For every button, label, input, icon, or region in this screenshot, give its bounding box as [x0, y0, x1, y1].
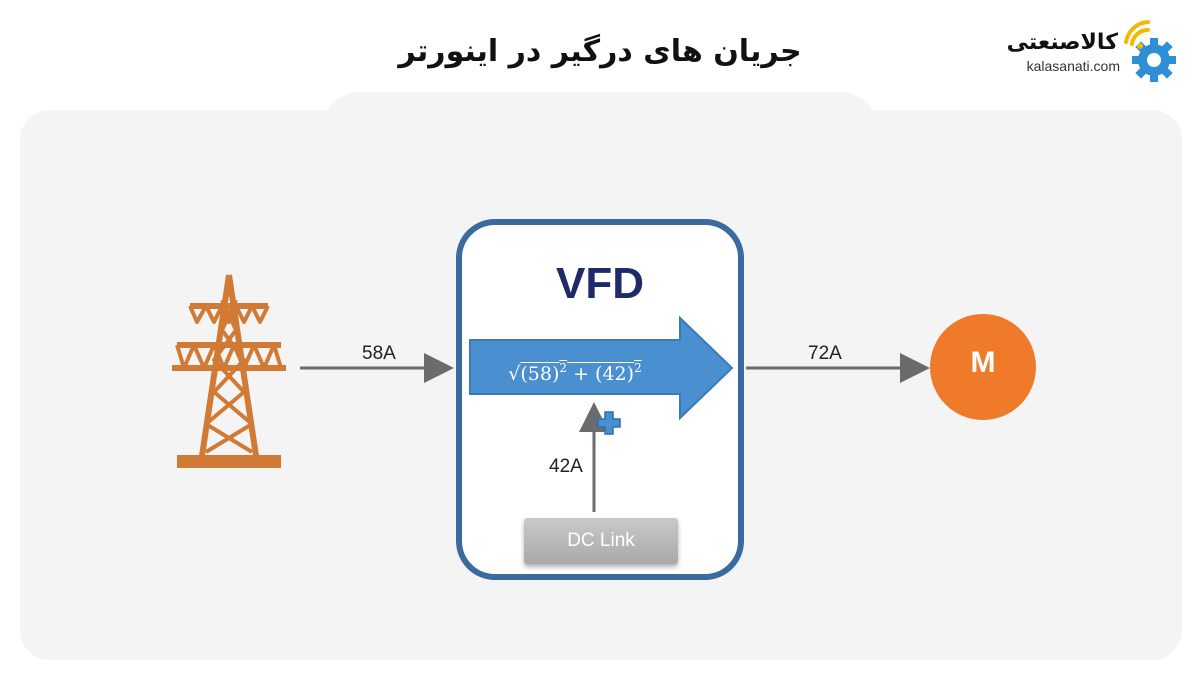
- formula-term-a: (58): [520, 363, 560, 385]
- logo-url: kalasanati.com: [1026, 58, 1120, 74]
- vfd-box: [456, 219, 744, 580]
- formula-plus: +: [567, 363, 596, 385]
- logo-name: کالاصنعتی: [1006, 30, 1118, 55]
- vfd-label: VFD: [556, 259, 644, 308]
- motor-label: M: [970, 346, 996, 379]
- dc-current-label: 42A: [549, 456, 583, 477]
- sqrt-symbol: √: [508, 363, 521, 385]
- input-current-label: 58A: [362, 343, 396, 364]
- gear-wifi-icon: [1124, 20, 1176, 82]
- motor-circle: [930, 314, 1036, 420]
- page-title: جریان های درگیر در اینورتر: [398, 34, 802, 69]
- formula-exp-a: 2: [559, 361, 568, 375]
- formula-exp-b: 2: [634, 361, 642, 375]
- output-current-label: 72A: [808, 343, 842, 364]
- brand-logo[interactable]: کالاصنعتی kalasanati.com: [990, 18, 1190, 88]
- tower-base: [177, 455, 281, 468]
- current-formula: √(58)2 + (42)2: [470, 350, 680, 386]
- vfd-flow-arrow: [469, 315, 734, 421]
- formula-term-b: (42): [595, 363, 635, 385]
- transmission-tower-icon: [172, 274, 286, 457]
- plus-icon: [597, 411, 621, 435]
- dc-link-block: DC Link: [524, 518, 678, 564]
